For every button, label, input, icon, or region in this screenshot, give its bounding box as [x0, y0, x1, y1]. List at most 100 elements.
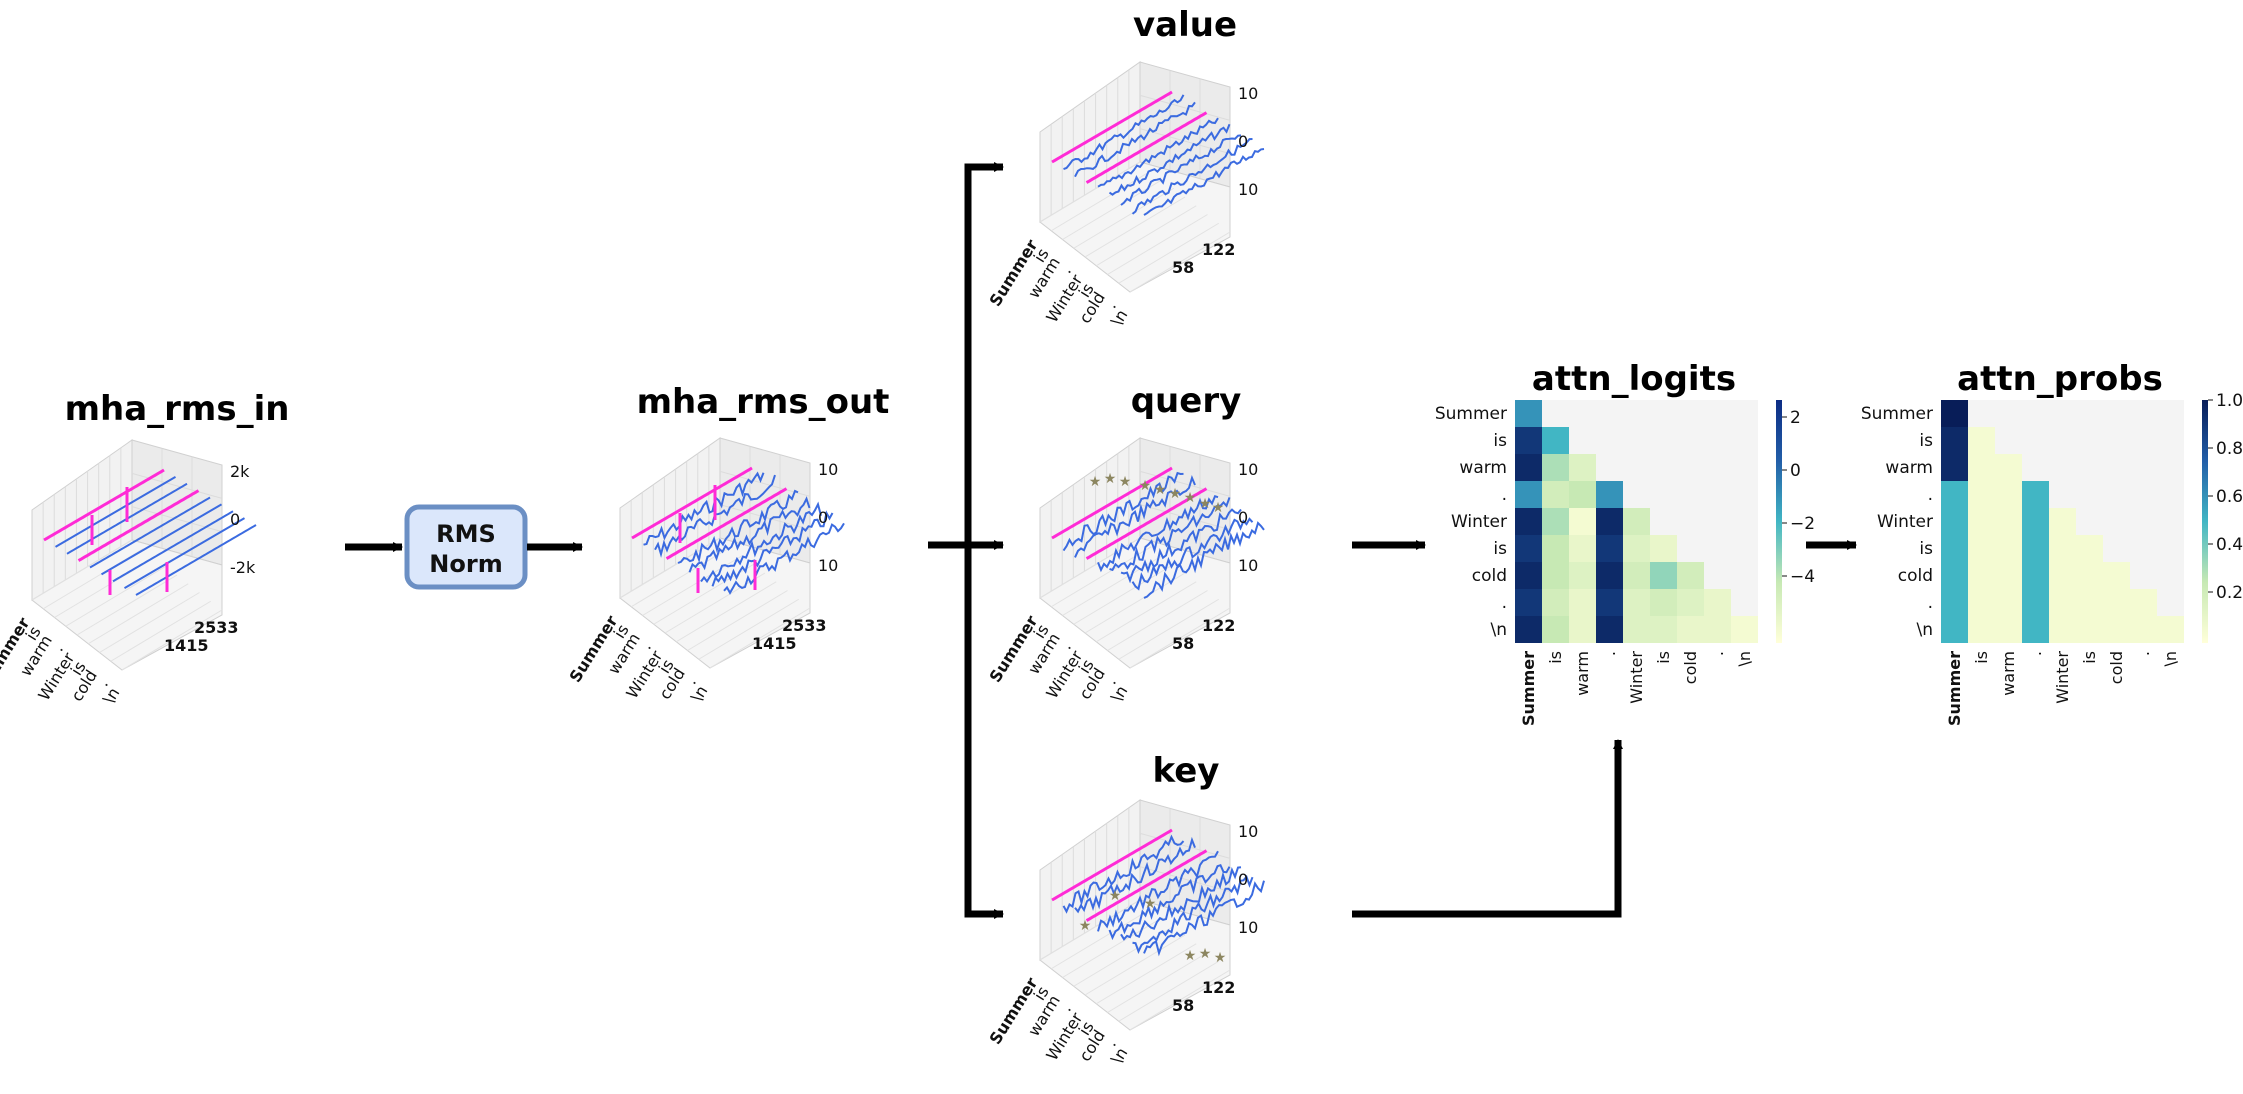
- series-line: [1120, 134, 1242, 206]
- series-line: [54, 476, 176, 548]
- series-line: [1120, 508, 1242, 584]
- series-line: [100, 503, 222, 576]
- grid-line: [1129, 969, 1231, 1031]
- heatmap-cell: [1941, 616, 1968, 643]
- heatmap-cell: [1995, 589, 2022, 616]
- col-label: .: [1600, 651, 1619, 656]
- row-label: Summer: [1861, 404, 1933, 424]
- heatmap-cell: [1941, 589, 1968, 616]
- colorbar-tick-label: 0.2: [2216, 583, 2243, 603]
- grid-line: [1129, 607, 1231, 669]
- heatmap-cell: [1677, 616, 1704, 643]
- grid-line: [630, 546, 732, 608]
- massive-activation-star: ★: [1199, 946, 1212, 962]
- massive-activation-star: ★: [1199, 496, 1212, 512]
- grid-line: [653, 563, 755, 625]
- heatmap-cell: [1968, 535, 1995, 562]
- grid-line: [1039, 899, 1141, 961]
- heatmap-cell: [2022, 562, 2049, 589]
- panel-value: value 1001012258Summeriswarm.Winteriscol…: [986, 5, 1265, 329]
- col-label: Winter: [2053, 651, 2072, 704]
- row-label: Summer: [1435, 404, 1507, 424]
- z-tick-label: 10: [1238, 556, 1258, 575]
- series-line: [1062, 834, 1185, 914]
- massive-activation-star: ★: [1139, 478, 1152, 494]
- heatmap-cell: [1731, 616, 1758, 643]
- massive-activation-star: ★: [1169, 486, 1182, 502]
- heatmap-cell: [1596, 562, 1623, 589]
- series-line: [643, 471, 765, 546]
- series-line: [1143, 880, 1265, 957]
- heatmap-cell: [1650, 535, 1677, 562]
- grid-line: [1118, 598, 1220, 660]
- z-tick-label: 10: [1238, 918, 1258, 937]
- series-line: [688, 496, 811, 573]
- heatmap-cell: [1515, 481, 1542, 508]
- row-label: \n: [1916, 620, 1933, 640]
- heatmap-cell: [1515, 562, 1542, 589]
- heatmap-cell: [1968, 508, 1995, 535]
- heatmap-cell: [1569, 481, 1596, 508]
- series-line: [1097, 117, 1219, 188]
- heatmap-cell: [1995, 562, 2022, 589]
- heatmap-cell: [1704, 589, 1731, 616]
- row-label: is: [1493, 539, 1507, 559]
- series-line: [1132, 874, 1254, 954]
- heatmap-cell: [1623, 562, 1650, 589]
- heatmap-cell: [1569, 562, 1596, 589]
- heatmap-cell: [1995, 535, 2022, 562]
- rms-norm-block: RMS Norm: [404, 504, 528, 590]
- heatmap-cell: [1995, 481, 2022, 508]
- grid-line: [1084, 934, 1186, 996]
- heatmap-cell: [1569, 508, 1596, 535]
- heatmap-cell: [2130, 616, 2157, 643]
- heatmap-cell: [2022, 589, 2049, 616]
- col-label: warm: [1573, 651, 1592, 696]
- heatmap-cell: [1968, 427, 1995, 454]
- heatmap-cell: [1968, 616, 1995, 643]
- heatmap-cell: [1569, 535, 1596, 562]
- series-line: [1085, 849, 1208, 922]
- row-label: \n: [1490, 620, 1507, 640]
- y-tick-label: 58: [1172, 634, 1194, 653]
- grid-line: [1107, 952, 1208, 1013]
- heatmap-cell: [1650, 616, 1677, 643]
- heatmap-cell: [1941, 427, 1968, 454]
- colorbar: 1.00.80.60.40.2: [2202, 391, 2243, 643]
- grid-line: [110, 600, 212, 662]
- panel-mha-rms-in: mha_rms_in 2k0-2k25331415Summeriswarm.Wi…: [0, 389, 289, 707]
- massive-activation-star: ★: [1144, 896, 1157, 912]
- grid-line: [1039, 161, 1141, 223]
- col-label: .: [2026, 651, 2045, 656]
- z-tick-label: 10: [818, 556, 838, 575]
- panel-query: query ★★★★★★★★★1001012258Summeriswarm.Wi…: [986, 381, 1265, 705]
- heatmap-cell: [1968, 454, 1995, 481]
- colorbar-tick-label: 0.4: [2216, 535, 2243, 555]
- heatmap-cell: [2157, 616, 2184, 643]
- heatmap-cell: [1968, 589, 1995, 616]
- grid-line: [619, 537, 721, 599]
- heatmap-title: attn_probs: [1957, 359, 2163, 399]
- token-label: Summer: [986, 236, 1042, 310]
- series-line: [1108, 123, 1231, 196]
- grid-line: [1095, 581, 1197, 643]
- y-tick-label: 2533: [194, 618, 239, 637]
- heatmap-cell: [1515, 616, 1542, 643]
- heatmap-cell: [1941, 454, 1968, 481]
- grid-line: [31, 539, 133, 601]
- heatmap-cell: [1542, 481, 1569, 508]
- heatmap-cell: [2049, 535, 2076, 562]
- heatmap-cell: [1542, 454, 1569, 481]
- series-line: [135, 524, 257, 596]
- series-line: [77, 489, 200, 562]
- grid-line: [1039, 537, 1141, 599]
- heatmap-cell: [2103, 589, 2130, 616]
- heatmap-cells: [1515, 400, 1758, 643]
- heatmap-cell: [1542, 535, 1569, 562]
- heatmap-cell: [2076, 616, 2103, 643]
- heatmap-cell: [1596, 535, 1623, 562]
- colorbar-tick-label: 0: [1790, 461, 1801, 481]
- row-label: is: [1919, 431, 1933, 451]
